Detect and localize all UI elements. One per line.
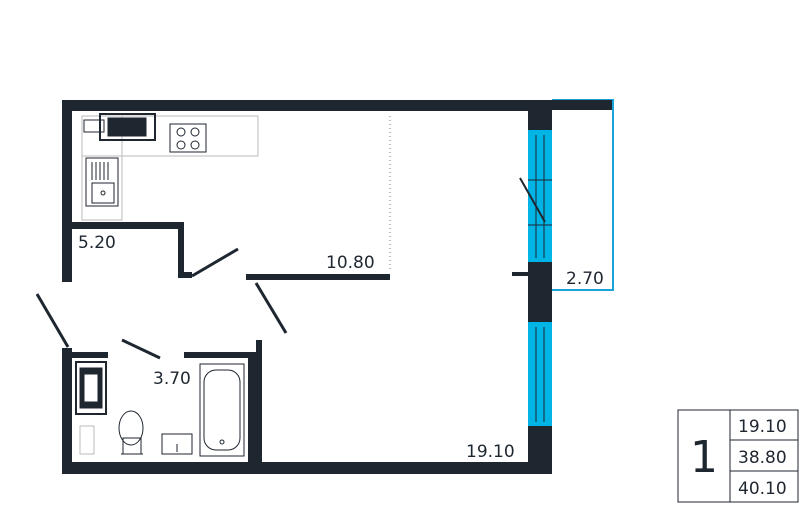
sink-icon bbox=[85, 157, 119, 207]
summary-living: 19.10 bbox=[738, 417, 787, 437]
doors bbox=[35, 247, 288, 360]
balcony-area-label: 2.70 bbox=[566, 269, 604, 289]
summary-total-with-balcony: 40.10 bbox=[738, 479, 787, 499]
toilet-icon bbox=[118, 410, 144, 455]
kitchen-area-label: 5.20 bbox=[78, 233, 116, 253]
balcony-door bbox=[519, 177, 546, 223]
hood-icon bbox=[99, 113, 156, 141]
kitchen-fixtures bbox=[81, 113, 259, 221]
living-area-label: 10.80 bbox=[326, 253, 375, 273]
walls bbox=[62, 100, 612, 474]
window-upper bbox=[528, 130, 552, 262]
door-bathroom bbox=[121, 338, 161, 360]
washbasin-icon bbox=[161, 433, 193, 455]
rooms-count: 1 bbox=[690, 432, 718, 483]
door-living bbox=[254, 282, 288, 334]
window-lower bbox=[528, 322, 552, 426]
washing-machine-icon bbox=[75, 361, 107, 415]
hall-area-label: 3.70 bbox=[153, 369, 191, 389]
bathtub-icon bbox=[199, 363, 245, 457]
balcony-outline bbox=[552, 99, 614, 291]
door-kitchen bbox=[191, 247, 239, 278]
balcony bbox=[552, 99, 614, 291]
summary-table: 1 19.10 38.80 40.10 bbox=[677, 409, 799, 503]
door-entrance bbox=[35, 293, 70, 348]
room-total-area-label: 19.10 bbox=[466, 442, 515, 462]
stove-icon bbox=[169, 123, 207, 153]
summary-total: 38.80 bbox=[738, 448, 787, 468]
windows bbox=[519, 130, 552, 426]
bathroom-fixtures bbox=[75, 361, 245, 457]
